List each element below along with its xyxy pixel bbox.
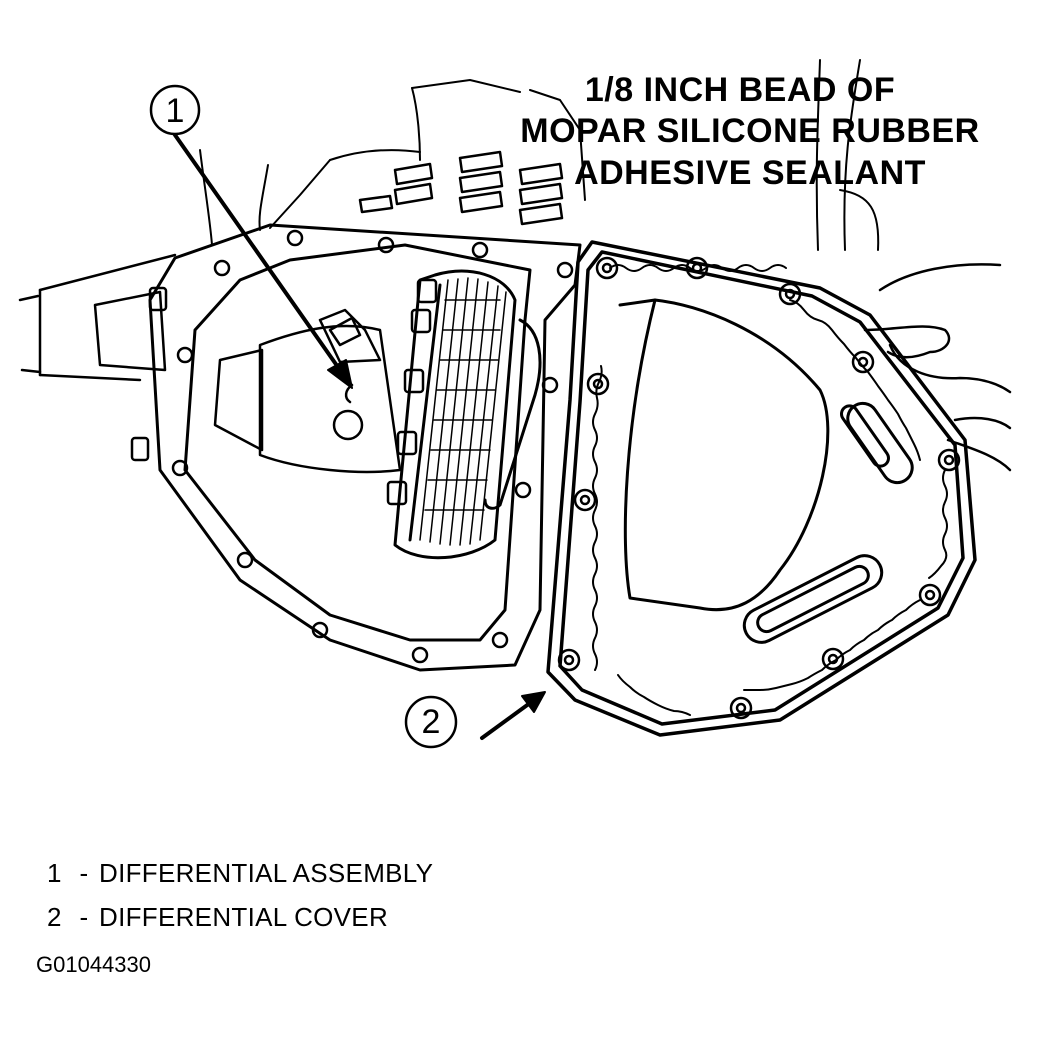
legend-item-separator: -: [79, 858, 89, 888]
differential-case: [213, 308, 402, 474]
cover-bolt-holes: [557, 256, 961, 720]
figure-id: G01044330: [36, 952, 151, 977]
housing-bolt-holes: [171, 229, 574, 664]
legend-item-separator: -: [79, 902, 89, 932]
callout-1-circle: [149, 84, 201, 136]
differential-housing: [148, 223, 582, 672]
grille-slots: [358, 150, 564, 226]
legend-item-text: DIFFERENTIAL COVER: [99, 902, 389, 932]
legend-item-text: DIFFERENTIAL ASSEMBLY: [99, 858, 434, 888]
callout-1-leader: [173, 133, 342, 372]
differential-cover: [546, 240, 977, 737]
callout-1-number: 1: [165, 92, 185, 130]
callout-2-circle: [404, 695, 458, 749]
callout-1-arrowhead: [327, 359, 353, 389]
legend-item-number: 2: [47, 902, 62, 932]
hand: [863, 263, 1012, 472]
ring-gear: [393, 269, 542, 560]
callout-2-leader: [480, 701, 532, 740]
callout-2-number: 2: [421, 703, 441, 741]
ring-gear-bolts: [386, 278, 438, 506]
cover-dome: [618, 298, 830, 612]
sealant-note-line-2: MOPAR SILICONE RUBBER: [520, 112, 980, 150]
vehicle-frame-lines: [199, 59, 880, 251]
legend-item-differential-assembly: 1-DIFFERENTIAL ASSEMBLY: [47, 858, 433, 888]
flange-bolts: [130, 286, 168, 462]
cover-ribs: [742, 401, 914, 644]
axle-tube: [18, 253, 177, 382]
callout-2-arrowhead: [521, 691, 546, 713]
legend-item-number: 1: [47, 858, 62, 888]
sealant-note-line-3: ADHESIVE SEALANT: [574, 154, 926, 192]
sealant-note-line-1: 1/8 INCH BEAD OF: [584, 71, 896, 109]
ring-gear-teeth: [419, 277, 507, 546]
legend-item-differential-cover: 2-DIFFERENTIAL COVER: [47, 902, 388, 932]
